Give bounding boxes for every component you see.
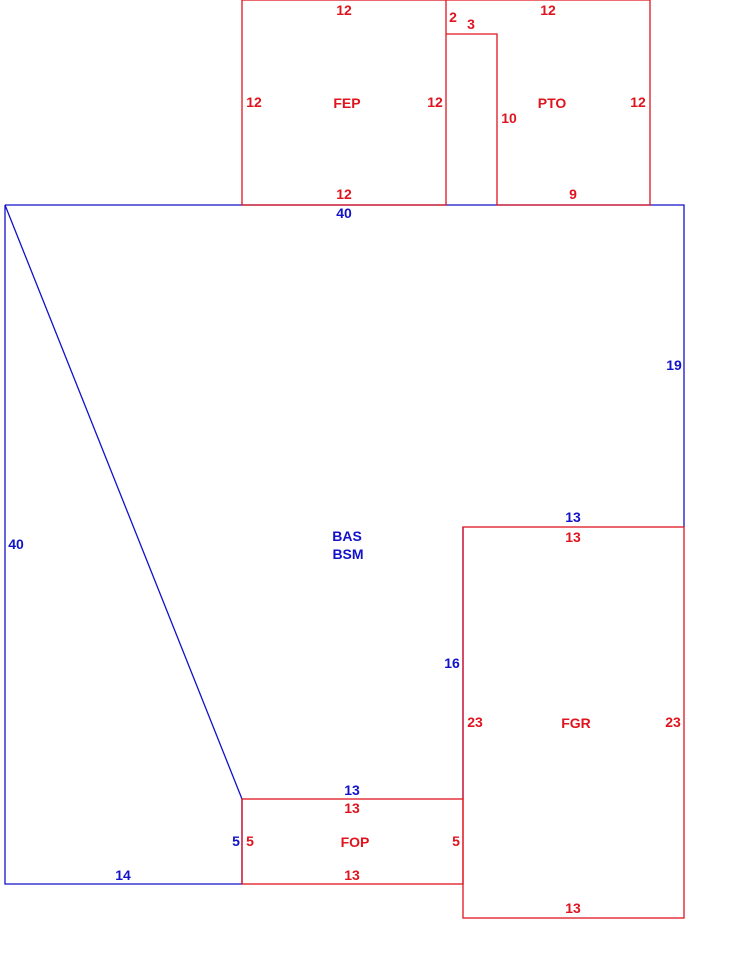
pto-notch-width-dimension: 3 [467, 16, 475, 32]
bas-right-dimension: 19 [666, 357, 682, 373]
bsm-area-label: BSM [332, 546, 363, 562]
bas-fgr-left-dimension: 16 [444, 655, 460, 671]
fop-outline [241, 798, 464, 885]
pto-top-dimension: 12 [540, 2, 556, 18]
bas-left-dimension: 40 [8, 536, 24, 552]
fep-outline [241, 0, 447, 206]
pto-inner-left-dimension: 10 [501, 110, 517, 126]
pto-right-dimension: 12 [630, 94, 646, 110]
fep-top-dimension: 12 [336, 2, 352, 18]
fop-area-label: FOP [341, 834, 370, 850]
pto-bottom-dimension: 9 [569, 186, 577, 202]
bas-top-dimension: 40 [336, 205, 352, 221]
fgr-left-dimension: 23 [467, 714, 483, 730]
bas-bottom-dimension: 14 [115, 867, 131, 883]
bas-fop-top-dimension: 13 [344, 782, 360, 798]
fep-bottom-dimension: 12 [336, 186, 352, 202]
fgr-area-label: FGR [561, 715, 591, 731]
fep-left-dimension: 12 [246, 94, 262, 110]
fgr-bottom-dimension: 13 [565, 900, 581, 916]
fep-area-label: FEP [333, 95, 360, 111]
fgr-right-dimension: 23 [665, 714, 681, 730]
pto-notch-height-dimension: 2 [449, 9, 457, 25]
bas-area-label: BAS [332, 528, 362, 544]
pto-outline [446, 0, 651, 206]
bas-fgr-top-dimension: 13 [565, 509, 581, 525]
fgr-outline [462, 526, 685, 919]
fop-top-dimension: 13 [344, 800, 360, 816]
fop-right-dimension: 5 [452, 833, 460, 849]
fop-bottom-dimension: 13 [344, 867, 360, 883]
bas-fop-left-dimension: 5 [232, 833, 240, 849]
fep-right-dimension: 12 [427, 94, 443, 110]
pto-area-label: PTO [538, 95, 567, 111]
fgr-top-dimension: 13 [565, 529, 581, 545]
fop-left-dimension: 5 [246, 833, 254, 849]
